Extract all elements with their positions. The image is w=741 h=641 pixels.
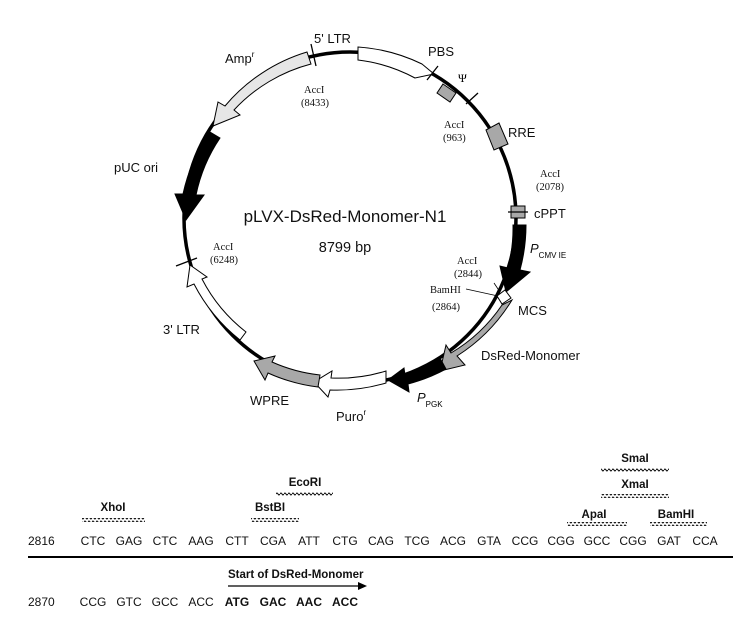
line1-codon: CTC xyxy=(153,534,178,548)
cppt-label: cPPT xyxy=(534,206,566,221)
pcmv-arrow xyxy=(499,224,532,293)
bamhi-2864-pos: (2864) xyxy=(432,302,460,313)
acci-6248-tick xyxy=(175,257,198,267)
acci-8433-name: AccI xyxy=(304,85,325,96)
line1-codon: CTC xyxy=(81,534,106,548)
mcs-label: MCS xyxy=(518,303,547,318)
mcs-box xyxy=(496,289,512,305)
ltr3-label: 3' LTR xyxy=(163,322,200,337)
line1-codon: CTT xyxy=(225,534,249,548)
apai-squiggle xyxy=(567,522,627,526)
line1-codon: AAG xyxy=(188,534,213,548)
line1-codon: GAG xyxy=(116,534,143,548)
line1-codon: GTA xyxy=(477,534,501,548)
puc-ori-arrow xyxy=(174,131,221,222)
acci-2078-pos: (2078) xyxy=(536,182,564,193)
line1-codon: CGG xyxy=(619,534,646,548)
psi-box xyxy=(436,83,457,103)
acci-6248-name: AccI xyxy=(213,242,234,253)
plasmid-size: 8799 bp xyxy=(319,240,371,256)
acci-2844-leader xyxy=(493,282,501,293)
acci-2844-pos: (2844) xyxy=(454,269,482,280)
apai-label: ApaI xyxy=(582,509,607,521)
seq-line2-position: 2870 xyxy=(28,595,55,609)
ltr3-arrow xyxy=(186,264,247,341)
line1-codon: CGG xyxy=(547,534,574,548)
line1-codon: CCG xyxy=(512,534,539,548)
wpre-arrow xyxy=(253,355,321,388)
start-arrow-head xyxy=(358,582,367,590)
line2-codon: GAC xyxy=(260,595,287,609)
line1-codon: CAG xyxy=(368,534,394,548)
bamhi-leader xyxy=(465,288,499,297)
line2-codon: GTC xyxy=(116,595,142,609)
line1-codon: TCG xyxy=(404,534,429,548)
xhoi-label: XhoI xyxy=(101,502,126,514)
bstbi-label: BstBI xyxy=(255,502,285,514)
acci-2844-name: AccI xyxy=(457,256,478,267)
acci-963-pos: (963) xyxy=(443,133,466,144)
amp-label: Ampr xyxy=(225,50,255,66)
xhoi-squiggle xyxy=(82,518,145,522)
smai-label: SmaI xyxy=(621,453,649,465)
amp-arrow xyxy=(212,51,312,127)
psi-label: Ψ xyxy=(458,71,467,85)
bamhi-label: BamHI xyxy=(658,509,694,521)
bamhi-squiggle xyxy=(650,522,707,526)
acci-2078-name: AccI xyxy=(540,169,561,180)
xmai-label: XmaI xyxy=(621,479,649,491)
line1-codon: ACG xyxy=(440,534,466,548)
start-label: Start of DsRed-Monomer xyxy=(228,569,364,581)
line1-codon: CTG xyxy=(332,534,357,548)
plasmid-name: pLVX-DsRed-Monomer-N1 xyxy=(244,207,447,226)
line2-codon: GCC xyxy=(152,595,179,609)
puro-arrow xyxy=(313,370,387,398)
line1-codon: CGA xyxy=(260,534,286,548)
pbs-label: PBS xyxy=(428,44,454,59)
acci-6248-pos: (6248) xyxy=(210,255,238,266)
seq-line2: CCG GTC GCC ACC ATG GAC AAC ACC xyxy=(80,595,359,609)
line2-codon: AAC xyxy=(296,595,322,609)
acci-8433-pos: (8433) xyxy=(301,98,329,109)
seq-line1: CTC GAG CTC AAG CTT CGA ATT CTG CAG TCG ACG GTA CCG C… xyxy=(81,534,718,548)
ltr5-arrow xyxy=(357,46,436,79)
line1-codon: GCC xyxy=(584,534,611,548)
puro-label: Puror xyxy=(336,408,366,424)
line1-codon: ATT xyxy=(298,534,320,548)
ppgk-arrow xyxy=(387,357,447,393)
acci-8433-tick xyxy=(310,43,317,67)
puc-ori-label: pUC ori xyxy=(114,160,158,175)
line2-codon: CCG xyxy=(80,595,107,609)
ppgk-label: PPGK xyxy=(417,390,443,409)
acci-963-tick xyxy=(465,92,479,105)
pbs-tick xyxy=(426,65,439,81)
rre-box xyxy=(485,122,509,151)
wpre-label: WPRE xyxy=(250,393,289,408)
pcmv-label: PCMV IE xyxy=(530,241,566,260)
ecori-squiggle xyxy=(276,492,333,496)
smai-squiggle xyxy=(601,468,669,472)
bstbi-squiggle xyxy=(251,518,299,522)
line2-codon: ATG xyxy=(225,595,249,609)
acci-963-name: AccI xyxy=(444,120,465,131)
seq-line1-position: 2816 xyxy=(28,534,55,548)
line1-codon: CCA xyxy=(692,534,717,548)
ltr5-label: 5' LTR xyxy=(314,31,351,46)
xmai-squiggle xyxy=(601,494,669,498)
dsred-arrow xyxy=(439,298,514,372)
rre-label: RRE xyxy=(508,125,536,140)
line1-codon: GAT xyxy=(657,534,681,548)
bamhi-2864-name: BamHI xyxy=(430,285,461,296)
line2-codon: ACC xyxy=(332,595,358,609)
dsred-label: DsRed-Monomer xyxy=(481,348,581,363)
ecori-label: EcoRI xyxy=(289,477,322,489)
line2-codon: ACC xyxy=(188,595,214,609)
